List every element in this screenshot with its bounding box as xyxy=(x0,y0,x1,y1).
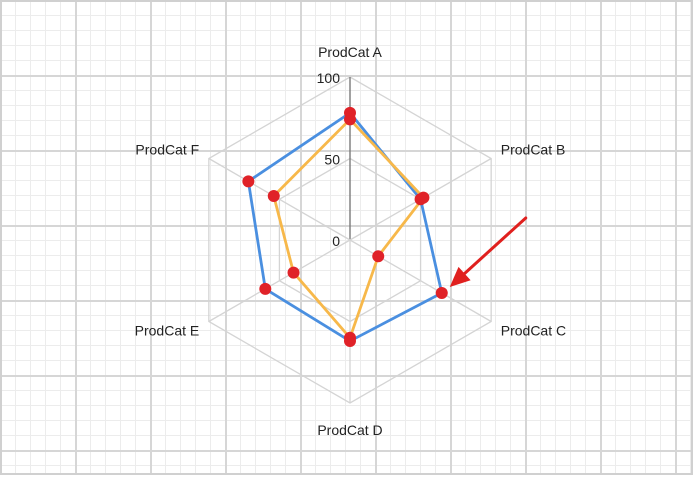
series-2-point-prodcat-a xyxy=(344,113,356,126)
category-label-prodcat-c: ProdCat C xyxy=(501,323,566,339)
marker-layer xyxy=(242,106,448,348)
series-1-line xyxy=(246,111,444,343)
series-1-point-prodcat-f xyxy=(242,175,255,188)
category-label-prodcat-b: ProdCat B xyxy=(501,142,566,158)
series-2-point-prodcat-c xyxy=(372,250,385,263)
category-label-prodcat-a: ProdCat A xyxy=(318,44,382,60)
radial-tick-label: 0 xyxy=(332,233,340,249)
annotation-layer xyxy=(449,216,528,287)
series-2-point-prodcat-e xyxy=(287,266,300,279)
series-2-point-prodcat-f xyxy=(267,189,280,202)
radial-tick-label: 50 xyxy=(324,152,340,168)
radial-tick-label: 100 xyxy=(317,70,341,86)
category-label-prodcat-f: ProdCat F xyxy=(135,142,199,158)
series-1-point-prodcat-c xyxy=(435,286,448,299)
spoke-prodcat-e xyxy=(208,239,351,323)
category-label-prodcat-e: ProdCat E xyxy=(135,323,200,339)
label-layer: 0 50 100 ProdCat A ProdCat B ProdCat C ProdCat… xyxy=(135,44,566,438)
series-2-point-prodcat-d xyxy=(344,331,356,344)
spoke-prodcat-f xyxy=(208,157,351,241)
radar-grid xyxy=(208,76,492,404)
annotation-arrow-shaft xyxy=(461,216,528,277)
series-layer xyxy=(246,111,444,343)
series-2-point-prodcat-b xyxy=(417,191,430,204)
series-1-point-prodcat-e xyxy=(259,282,272,295)
series-2-line xyxy=(272,117,425,340)
annotation-arrow-head xyxy=(449,266,471,287)
category-label-prodcat-d: ProdCat D xyxy=(317,422,382,438)
